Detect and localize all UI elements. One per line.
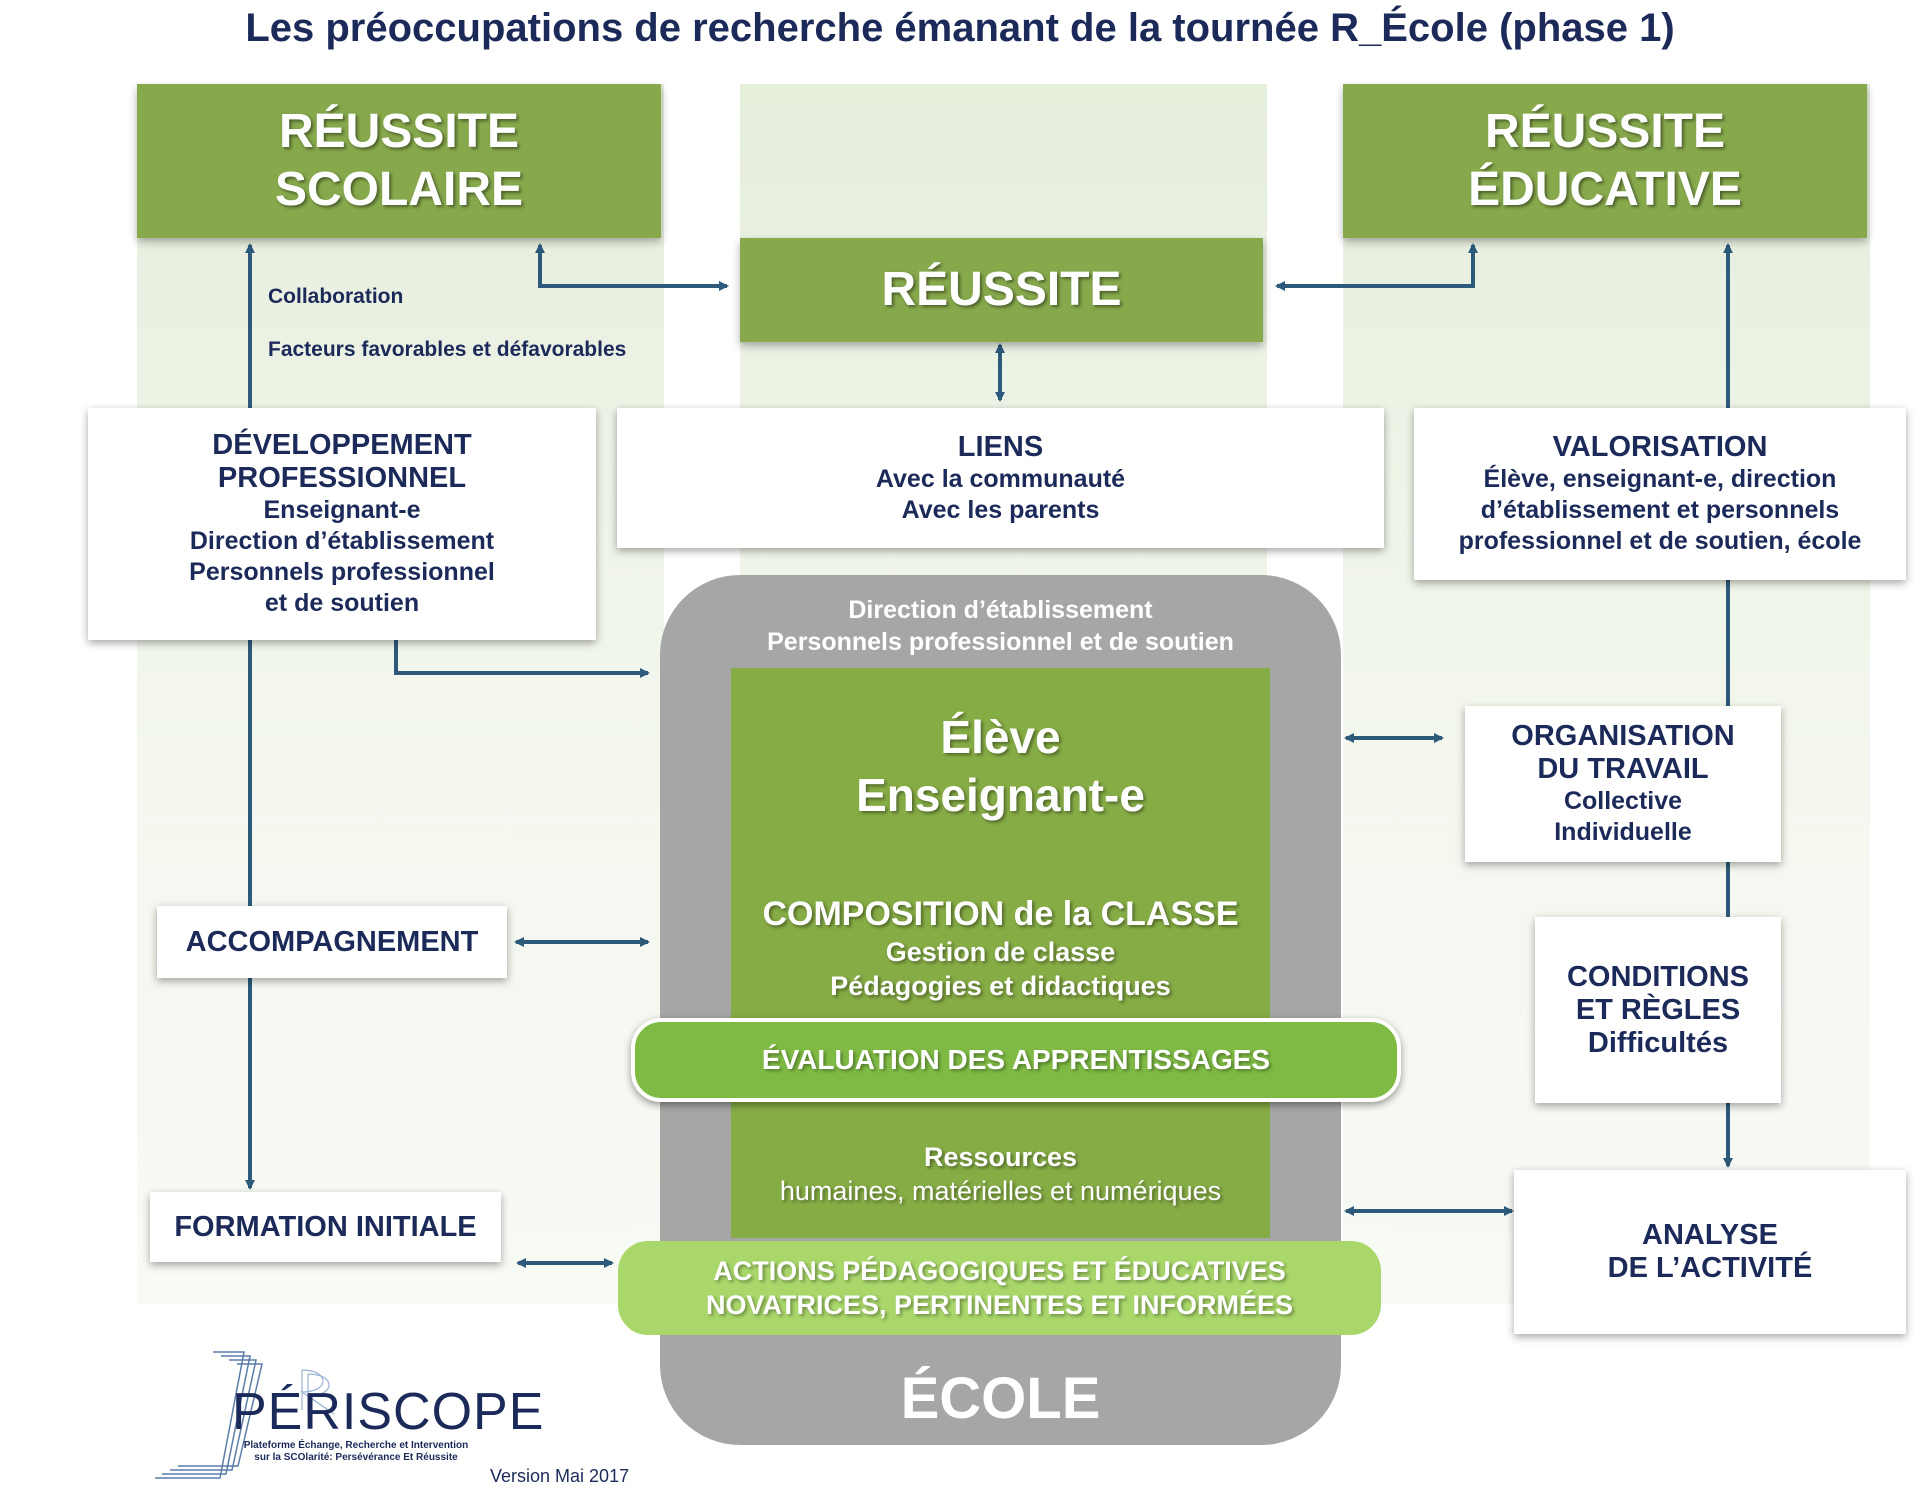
developpement-heading-2: PROFESSIONNEL bbox=[217, 462, 467, 494]
valorisation-line-1: Élève, enseignant-e, direction bbox=[1483, 465, 1837, 493]
actions-line-2: NOVATRICES, PERTINENTES ET INFORMÉES bbox=[705, 1290, 1294, 1320]
developpement-line-3: Personnels professionnel bbox=[189, 558, 495, 586]
liens-heading: LIENS bbox=[957, 430, 1044, 463]
logo-tagline-2: sur la SCOlarité: Persévérance Et Réussi… bbox=[254, 1452, 458, 1463]
ecole-top-line-1: Direction d’établissement bbox=[848, 596, 1153, 624]
organisation-line-2: Individuelle bbox=[1554, 818, 1692, 846]
conditions-heading-1: CONDITIONS bbox=[1566, 960, 1750, 993]
organisation-line-1: Collective bbox=[1563, 787, 1683, 815]
formation-initiale-label: FORMATION INITIALE bbox=[174, 1210, 477, 1243]
ecole-label: ÉCOLE bbox=[900, 1366, 1101, 1431]
developpement-heading-1: DÉVELOPPEMENT bbox=[212, 429, 472, 461]
ressources-block: Ressources humaines, matérielles et numé… bbox=[731, 1140, 1270, 1208]
page-title: Les préoccupations de recherche émanant … bbox=[245, 6, 1675, 50]
liens-line-2: Avec les parents bbox=[901, 495, 1100, 524]
formation-initiale-box: FORMATION INITIALE bbox=[150, 1192, 501, 1262]
developpement-box: DÉVELOPPEMENT PROFESSIONNEL Enseignant-e… bbox=[88, 408, 596, 640]
analyse-line-1: ANALYSE bbox=[1642, 1219, 1778, 1251]
valorisation-line-3: professionnel et de soutien, école bbox=[1458, 527, 1862, 555]
note-collaboration: Collaboration bbox=[268, 285, 404, 308]
evaluation-label: ÉVALUATION DES APPRENTISSAGES bbox=[761, 1044, 1271, 1075]
note-facteurs: Facteurs favorables et défavorables bbox=[268, 338, 627, 361]
conditions-heading-2: ET RÈGLES bbox=[1575, 993, 1741, 1026]
developpement-line-1: Enseignant-e bbox=[263, 496, 421, 524]
core-title-eleve: Élève bbox=[940, 711, 1061, 763]
core-title-enseignant: Enseignant-e bbox=[856, 769, 1145, 821]
valorisation-heading: VALORISATION bbox=[1552, 431, 1768, 463]
composition-line-1: Gestion de classe bbox=[885, 937, 1116, 967]
valorisation-box: VALORISATION Élève, enseignant-e, direct… bbox=[1414, 408, 1906, 580]
core-title: Élève Enseignant-e bbox=[731, 708, 1270, 824]
logo-name-per: PÉR bbox=[232, 1383, 342, 1441]
arrow-educative-reussite bbox=[1275, 243, 1478, 291]
organisation-box: ORGANISATION DU TRAVAIL Collective Indiv… bbox=[1465, 706, 1781, 862]
ressources-line: humaines, matérielles et numériques bbox=[779, 1176, 1222, 1206]
valorisation-line-2: d’établissement et personnels bbox=[1480, 496, 1840, 524]
actions-pill: ACTIONS PÉDAGOGIQUES ET ÉDUCATIVES NOVAT… bbox=[618, 1241, 1381, 1335]
developpement-line-4: et de soutien bbox=[264, 589, 420, 617]
actions-line-1: ACTIONS PÉDAGOGIQUES ET ÉDUCATIVES bbox=[713, 1256, 1286, 1286]
logo-tagline-1: Plateforme Échange, Recherche et Interve… bbox=[243, 1440, 469, 1451]
reussite-scolaire-box: RÉUSSITE SCOLAIRE bbox=[137, 84, 661, 238]
version-label: Version Mai 2017 bbox=[490, 1466, 630, 1486]
logo-tagline: Plateforme Échange, Recherche et Interve… bbox=[236, 1440, 476, 1464]
reussite-box: RÉUSSITE bbox=[740, 238, 1263, 342]
green-core bbox=[731, 668, 1270, 1238]
organisation-heading-2: DU TRAVAIL bbox=[1537, 753, 1709, 785]
reussite-scolaire-line2: SCOLAIRE bbox=[274, 163, 523, 216]
liens-line-1: Avec la communauté bbox=[875, 464, 1126, 493]
reussite-label: RÉUSSITE bbox=[881, 263, 1122, 316]
accompagnement-box: ACCOMPAGNEMENT bbox=[157, 906, 507, 978]
logo-name: PÉRISCOPE bbox=[232, 1382, 544, 1442]
analyse-line-2: DE L’ACTIVITÉ bbox=[1607, 1252, 1813, 1284]
liens-box: LIENS Avec la communauté Avec les parent… bbox=[617, 408, 1384, 548]
composition-heading: COMPOSITION de la CLASSE bbox=[762, 895, 1239, 933]
conditions-box: CONDITIONS ET RÈGLES Difficultés bbox=[1535, 917, 1781, 1103]
composition-block: COMPOSITION de la CLASSE Gestion de clas… bbox=[731, 893, 1270, 1003]
analyse-box: ANALYSE DE L’ACTIVITÉ bbox=[1514, 1170, 1906, 1334]
arrow-dev-to-ecole bbox=[394, 638, 650, 678]
developpement-line-2: Direction d’établissement bbox=[189, 527, 495, 555]
organisation-heading-1: ORGANISATION bbox=[1511, 720, 1735, 752]
reussite-scolaire-line1: RÉUSSITE bbox=[278, 105, 520, 158]
reussite-educative-line1: RÉUSSITE bbox=[1484, 105, 1726, 158]
evaluation-pill: ÉVALUATION DES APPRENTISSAGES bbox=[631, 1018, 1401, 1102]
ecole-top-text: Direction d’établissement Personnels pro… bbox=[660, 594, 1341, 658]
arrow-scolaire-reussite bbox=[535, 243, 729, 291]
composition-line-2: Pédagogies et didactiques bbox=[830, 971, 1171, 1001]
reussite-educative-box: RÉUSSITE ÉDUCATIVE bbox=[1343, 84, 1867, 238]
logo-name-iscope: ISCOPE bbox=[341, 1383, 545, 1441]
reussite-educative-line2: ÉDUCATIVE bbox=[1468, 163, 1742, 216]
ressources-heading: Ressources bbox=[923, 1142, 1078, 1172]
ecole-top-line-2: Personnels professionnel et de soutien bbox=[767, 628, 1234, 656]
conditions-line-1: Difficultés bbox=[1587, 1026, 1729, 1059]
accompagnement-label: ACCOMPAGNEMENT bbox=[185, 925, 479, 958]
